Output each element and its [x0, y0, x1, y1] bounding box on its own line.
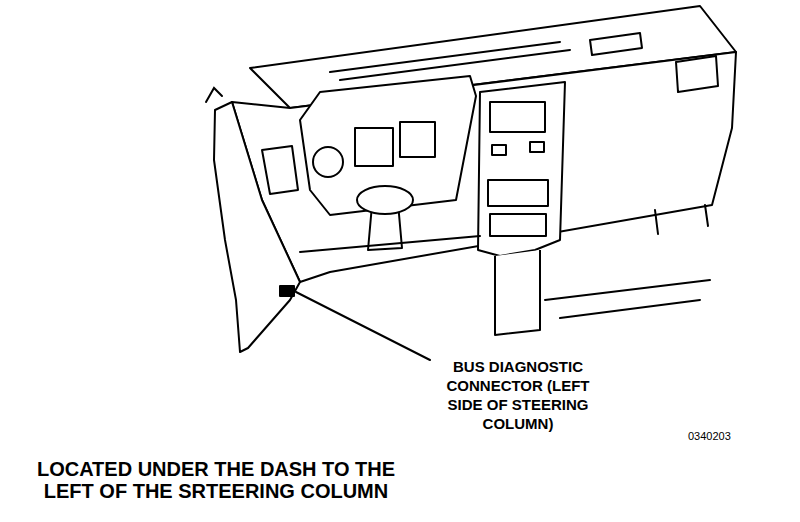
side-vent	[262, 146, 298, 194]
steering-column-collar	[357, 186, 413, 214]
gauge	[400, 122, 435, 157]
callout-label: BUS DIAGNOSTIC CONNECTOR (LEFT SIDE OF S…	[438, 357, 598, 433]
figure-number: 0340203	[688, 430, 731, 443]
dash-front-face	[232, 52, 736, 282]
caption-text: LOCATED UNDER THE DASH TO THE LEFT OF TH…	[28, 458, 404, 502]
dash-end-panel	[214, 102, 300, 352]
instrument-hood	[300, 76, 476, 215]
gauge	[313, 147, 343, 177]
support-leg	[655, 210, 658, 234]
floor-line	[560, 300, 700, 318]
radio	[488, 180, 548, 206]
climate-control	[490, 214, 546, 236]
defrost-slot	[330, 42, 560, 72]
leader-line	[296, 292, 430, 360]
upper-vent	[590, 33, 642, 55]
defrost-slot	[340, 50, 570, 80]
switch	[530, 142, 544, 152]
console	[495, 250, 540, 335]
center-vents	[490, 102, 545, 132]
right-vent	[676, 56, 718, 92]
switch	[492, 145, 506, 155]
antenna-tab	[206, 88, 222, 102]
center-stack	[478, 82, 565, 256]
knee-bolster-edge	[300, 236, 480, 252]
floor-line	[545, 280, 710, 300]
support-leg	[705, 205, 708, 226]
connector-housing	[280, 286, 294, 296]
gauge	[355, 128, 393, 166]
